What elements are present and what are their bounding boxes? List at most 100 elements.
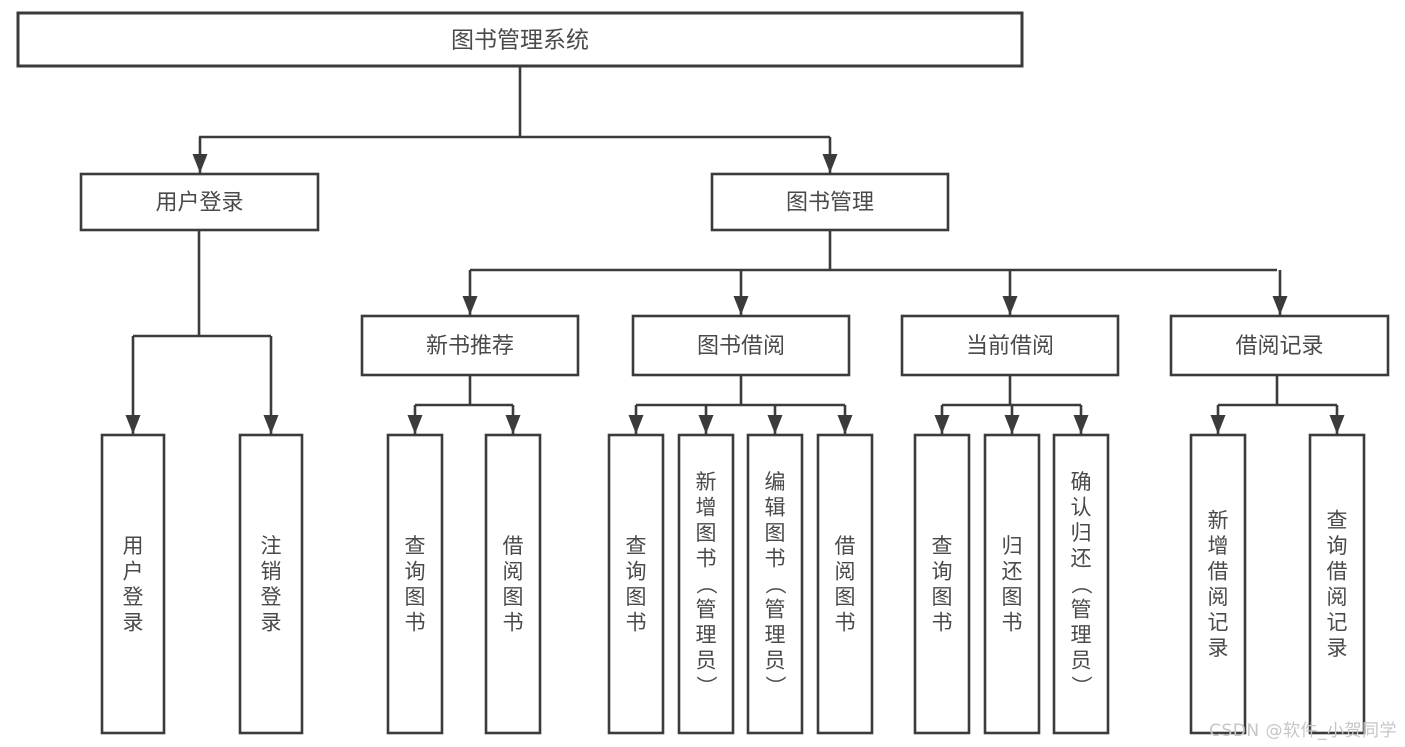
svg-text:理: 理	[696, 623, 717, 647]
svg-text:（: （	[694, 574, 718, 595]
node-label: 新书推荐	[426, 334, 514, 359]
node-box[interactable]	[983, 433, 1041, 735]
svg-text:归: 归	[1002, 534, 1023, 558]
arrow-head	[698, 415, 714, 434]
svg-text:增: 增	[696, 496, 717, 520]
node-box[interactable]	[1189, 433, 1247, 735]
svg-text:录: 录	[1208, 636, 1229, 660]
svg-text:登: 登	[261, 585, 282, 609]
node-new-book-rec[interactable]: 新书推荐	[360, 314, 580, 377]
svg-text:图: 图	[932, 585, 953, 609]
svg-text:查: 查	[626, 534, 647, 558]
svg-text:图: 图	[1002, 585, 1023, 609]
node-label-vertical: 用户登录	[123, 534, 144, 635]
arrow-head	[1002, 296, 1018, 315]
svg-text:录: 录	[261, 610, 282, 634]
node-label: 借阅记录	[1235, 334, 1323, 359]
node-box[interactable]	[386, 433, 444, 735]
arrow-head	[733, 296, 749, 315]
node-book-borrow[interactable]: 图书借阅	[631, 314, 851, 377]
node-box[interactable]	[746, 433, 804, 735]
arrow-head	[462, 296, 478, 315]
node-box[interactable]	[360, 314, 580, 377]
node-box[interactable]	[16, 11, 1024, 68]
svg-text:询: 询	[1327, 534, 1348, 558]
node-box[interactable]	[484, 433, 542, 735]
svg-text:）: ）	[763, 676, 787, 697]
svg-text:（: （	[1069, 574, 1093, 595]
arrow-head	[1210, 415, 1226, 434]
node-root[interactable]: 图书管理系统	[16, 11, 1024, 68]
svg-text:借: 借	[835, 534, 856, 558]
node-box[interactable]	[913, 433, 971, 735]
arrow-head	[934, 415, 950, 434]
node-box[interactable]	[1052, 433, 1110, 735]
node-box[interactable]	[1308, 433, 1366, 735]
svg-text:认: 认	[1071, 496, 1092, 520]
node-user-login[interactable]: 用户登录	[79, 172, 320, 232]
arrow-head	[767, 415, 783, 434]
node-leaf-user-login[interactable]: 用户登录	[100, 433, 166, 735]
node-box[interactable]	[900, 314, 1120, 377]
svg-text:阅: 阅	[503, 559, 524, 583]
arrow-head	[628, 415, 644, 434]
svg-text:新: 新	[1208, 508, 1229, 532]
node-book-manage[interactable]: 图书管理	[710, 172, 950, 232]
connector-group	[125, 230, 279, 434]
svg-text:（: （	[763, 574, 787, 595]
node-current-borrow[interactable]: 当前借阅	[900, 314, 1120, 377]
nodes-layer: 图书管理系统用户登录图书管理新书推荐图书借阅当前借阅借阅记录用户登录注销登录查询…	[16, 11, 1390, 735]
node-box[interactable]	[79, 172, 320, 232]
svg-text:借: 借	[1208, 559, 1229, 583]
svg-text:理: 理	[1071, 623, 1092, 647]
node-box[interactable]	[677, 433, 735, 735]
svg-text:阅: 阅	[835, 559, 856, 583]
svg-text:）: ）	[694, 676, 718, 697]
svg-text:书: 书	[696, 547, 717, 571]
node-box[interactable]	[1169, 314, 1390, 377]
node-borrow-record[interactable]: 借阅记录	[1169, 314, 1390, 377]
svg-text:户: 户	[123, 559, 144, 583]
svg-text:理: 理	[765, 623, 786, 647]
svg-text:还: 还	[1002, 559, 1023, 583]
svg-text:员: 员	[1071, 649, 1092, 673]
node-box[interactable]	[607, 433, 665, 735]
svg-text:注: 注	[261, 534, 282, 558]
svg-text:借: 借	[1327, 559, 1348, 583]
svg-text:）: ）	[1069, 676, 1093, 697]
node-label: 图书管理	[786, 191, 874, 216]
node-box[interactable]	[238, 433, 304, 735]
svg-text:还: 还	[1071, 547, 1092, 571]
node-box[interactable]	[816, 433, 874, 735]
node-box[interactable]	[631, 314, 851, 377]
node-box[interactable]	[710, 172, 950, 232]
node-label: 用户登录	[155, 191, 243, 216]
arrow-head	[1073, 415, 1089, 434]
svg-text:归: 归	[1071, 521, 1092, 545]
svg-text:管: 管	[765, 598, 786, 622]
svg-text:销: 销	[261, 559, 282, 583]
connector-group	[1210, 375, 1345, 434]
node-label: 图书管理系统	[451, 28, 589, 54]
svg-text:询: 询	[626, 559, 647, 583]
node-box[interactable]	[100, 433, 166, 735]
svg-text:用: 用	[123, 534, 144, 558]
arrow-head	[407, 415, 423, 434]
